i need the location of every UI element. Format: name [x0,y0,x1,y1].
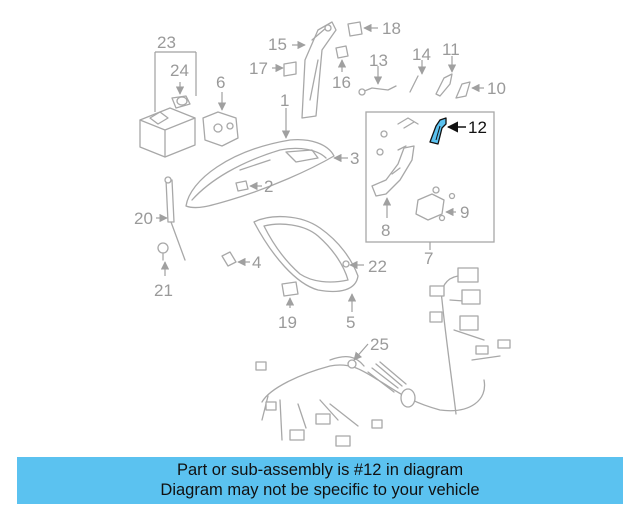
info-banner: Part or sub-assembly is #12 in diagram D… [17,457,623,504]
callout-19: 19 [278,313,297,332]
callout-18: 18 [382,19,401,38]
callout-labels: 23 24 6 15 17 18 16 13 14 11 10 1 12 3 2… [134,19,506,354]
callout-2: 2 [264,177,273,196]
callout-11: 11 [442,40,460,59]
callout-20: 20 [134,209,153,228]
leader-23 [154,51,197,112]
part-8-lock-cylinder [371,130,415,197]
callout-7: 7 [424,249,433,268]
leader-25 [353,343,369,361]
part-13-rod [358,85,397,96]
parts-diagram: 23 24 6 15 17 18 16 13 14 11 10 1 12 3 2… [134,19,511,447]
banner-line-1: Part or sub-assembly is #12 in diagram [176,461,464,479]
callout-13: 13 [369,51,388,70]
callout-22: 22 [368,257,387,276]
part-9-switch [415,186,456,222]
part-5-trim-panel [253,215,359,293]
part-6-actuator [202,111,239,147]
part-18-fastener [347,21,363,37]
callout-4: 4 [252,253,261,272]
part-24-bulb [171,95,191,109]
part-23-latch-assembly [139,107,196,158]
callout-17: 17 [249,59,268,78]
part-1-trunk-lid [185,138,335,209]
callout-9: 9 [460,203,469,222]
part-14-pin [409,75,419,93]
part-11-lever [435,73,453,97]
part-17-clip [283,61,297,77]
part-15-hinge [301,21,337,119]
part-20-strut [164,176,186,261]
callout-10: 10 [487,79,506,98]
callout-3: 3 [350,149,359,168]
part-10-bracket [455,81,471,99]
part-2-clip [235,180,249,192]
callout-12: 12 [468,118,487,137]
part-22-clip [342,260,350,268]
callout-23: 23 [157,33,176,52]
callout-8: 8 [381,221,390,240]
part-small-rod [397,117,419,129]
sub-assembly-box-7 [365,111,495,250]
part-21-ball-stud [157,242,169,261]
callout-15: 15 [268,35,287,54]
callout-1: 1 [280,91,289,110]
callout-16: 16 [332,73,351,92]
part-4-clip [221,251,237,267]
callout-14: 14 [412,45,431,64]
callout-25: 25 [370,335,389,354]
callout-5: 5 [346,313,355,332]
banner-line-2: Diagram may not be specific to your vehi… [160,481,480,499]
callout-24: 24 [170,61,189,80]
part-12-highlighted [429,117,447,145]
part-16-clip [335,45,349,59]
part-25-wiring-harness [255,267,511,447]
callout-21: 21 [154,281,173,300]
part-19-button [281,281,299,297]
callout-6: 6 [216,73,225,92]
